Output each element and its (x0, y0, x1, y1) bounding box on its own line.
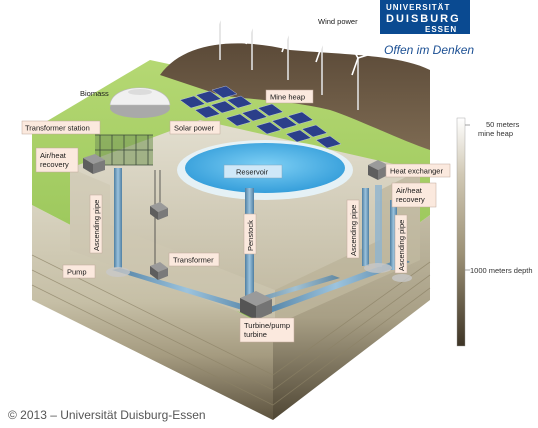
wind-turbine-icon (241, 9, 269, 70)
label-pump: Pump (67, 268, 87, 277)
labels: Wind power Biomass Mine heap Transformer… (21, 17, 451, 343)
machines (83, 154, 412, 320)
logo-line3: ESSEN (425, 25, 457, 34)
wind-turbine-icon (311, 27, 339, 95)
label-air-heat-recovery-right-l2: recovery (396, 195, 425, 204)
label-air-heat-recovery-left-l2: recovery (40, 160, 69, 169)
block-front-face (32, 205, 273, 420)
label-biomass: Biomass (80, 89, 109, 98)
ascending-pipe-left (114, 168, 122, 268)
biomass-dome (109, 87, 171, 118)
label-turbine-pump-l1: Turbine/pump (244, 321, 290, 330)
ascending-pipe-right-1 (362, 188, 369, 266)
scale-bottom-label: 1000 meters depth (470, 266, 533, 275)
label-ascending-pipe-right-2: Ascending pipe (397, 220, 406, 271)
copyright-notice: © 2013 – Universität Duisburg-Essen (8, 408, 206, 422)
ascending-pipe-right-2 (390, 200, 397, 270)
wind-turbines (207, 1, 375, 110)
university-logo: UNIVERSITÄT DUISBURG ESSEN Offen im Denk… (380, 0, 474, 57)
logo-line2: DUISBURG (386, 13, 461, 25)
label-wind-power: Wind power (318, 17, 358, 26)
label-air-heat-recovery-right-l1: Air/heat (396, 186, 423, 195)
label-transformer: Transformer (173, 256, 214, 265)
label-heat-exchanger: Heat exchanger (390, 167, 443, 176)
scale-top-l2: mine heap (478, 129, 513, 138)
wind-turbine-icon (277, 17, 305, 80)
solar-panels (179, 85, 342, 149)
wind-turbine-icon (347, 39, 375, 110)
logo-slogan: Offen im Denken (384, 43, 474, 57)
label-transformer-station: Transformer station (25, 124, 90, 133)
label-reservoir: Reservoir (236, 168, 269, 177)
logo-line1: UNIVERSITÄT (386, 3, 450, 12)
label-penstock: Penstock (246, 220, 255, 251)
label-solar-power: Solar power (174, 124, 215, 133)
label-mine-heap: Mine heap (270, 93, 305, 102)
wind-turbine-icon (207, 1, 236, 60)
label-ascending-pipe-right-1: Ascending pipe (349, 205, 358, 256)
strata-lines (31, 254, 431, 406)
transformer-station (95, 134, 153, 166)
label-ascending-pipe-left: Ascending pipe (92, 200, 101, 251)
label-air-heat-recovery-left-l1: Air/heat (40, 151, 67, 160)
label-turbine-pump-l2: turbine (244, 330, 267, 339)
scale-top-l1: 50 meters (486, 120, 520, 129)
